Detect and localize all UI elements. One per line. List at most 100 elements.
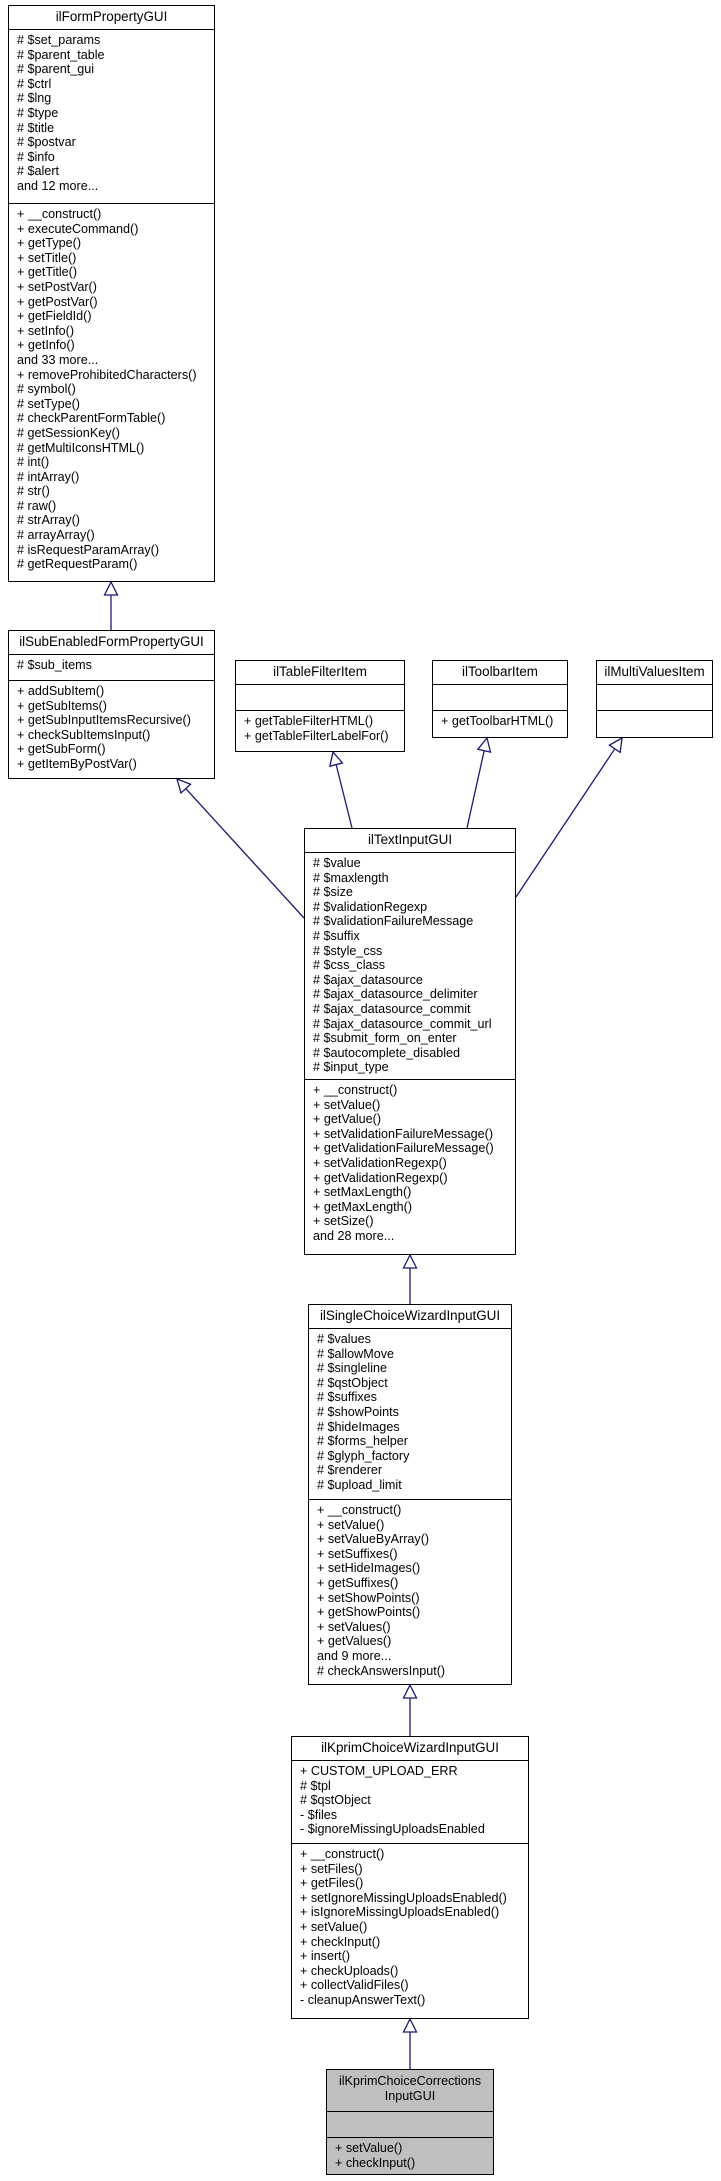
class-ilSingleChoiceWizardInputGUI[interactable]: ilSingleChoiceWizardInputGUI # $values # … bbox=[308, 1304, 512, 1685]
attribute-item: # $validationRegexp bbox=[313, 899, 428, 914]
class-title: ilMultiValuesItem bbox=[604, 664, 705, 679]
method-item: + __construct() bbox=[317, 1503, 402, 1517]
attribute-item: and 12 more... bbox=[17, 178, 99, 193]
class-title-section: ilToolbarItem bbox=[433, 661, 567, 685]
attribute-item: # $ctrl bbox=[17, 76, 52, 91]
method-item: # int() bbox=[17, 455, 50, 470]
attribute-item: # $ajax_datasource_commit_url bbox=[313, 1016, 492, 1031]
attributes-section: # $sub_items bbox=[9, 655, 214, 681]
attribute-item: # $parent_table bbox=[17, 47, 105, 62]
method-item: # symbol() bbox=[17, 382, 76, 397]
attribute-item: # $css_class bbox=[313, 958, 386, 973]
method-item: + setIgnoreMissingUploadsEnabled() bbox=[300, 1890, 507, 1905]
method-item: + getToolbarHTML() bbox=[441, 714, 554, 728]
inheritance-arrowhead bbox=[402, 2017, 418, 2033]
edge-line bbox=[185, 788, 305, 919]
method-item: + checkInput() bbox=[300, 1934, 381, 1949]
attribute-item: # $title bbox=[17, 120, 55, 135]
method-item: + setSize() bbox=[313, 1214, 374, 1229]
class-ilMultiValuesItem[interactable]: ilMultiValuesItem bbox=[596, 660, 713, 738]
class-title: ilSubEnabledFormPropertyGUI bbox=[19, 634, 204, 649]
method-item: + executeCommand() bbox=[17, 221, 139, 236]
method-item: + getShowPoints() bbox=[317, 1605, 421, 1620]
class-title: ilTableFilterItem bbox=[273, 664, 367, 679]
method-item: + getValue() bbox=[313, 1112, 382, 1127]
class-title-section: ilFormPropertyGUI bbox=[9, 6, 214, 30]
class-ilTextInputGUI[interactable]: ilTextInputGUI # $value# $maxlength# $si… bbox=[304, 828, 516, 1255]
attribute-item: # $upload_limit bbox=[317, 1477, 402, 1492]
class-ilToolbarItem[interactable]: ilToolbarItem + getToolbarHTML() bbox=[432, 660, 568, 738]
attribute-item: # $alert bbox=[17, 164, 60, 179]
attributes-section: # $value# $maxlength# $size# $validation… bbox=[305, 853, 515, 1080]
method-item: + setValidationFailureMessage() bbox=[313, 1126, 494, 1141]
method-item: + __construct() bbox=[300, 1847, 385, 1861]
attribute-item: # $singleline bbox=[317, 1361, 388, 1376]
edge-textinput-to-multivalues bbox=[515, 736, 623, 898]
method-item: + setTitle() bbox=[17, 250, 77, 265]
method-item: + getMaxLength() bbox=[313, 1199, 413, 1214]
attribute-item: # $hideImages bbox=[317, 1419, 400, 1434]
method-item: + getInfo() bbox=[17, 338, 75, 353]
attribute-item: # $tpl bbox=[300, 1778, 331, 1793]
method-item: # raw() bbox=[17, 498, 57, 513]
attributes-section bbox=[433, 685, 567, 711]
class-ilKprimChoiceCorrectionsInputGUI[interactable]: ilKprimChoiceCorrections InputGUI + setV… bbox=[326, 2069, 494, 2175]
attribute-item: # $size bbox=[313, 885, 353, 900]
class-title-section: ilKprimChoiceCorrections InputGUI bbox=[327, 2070, 493, 2112]
inheritance-arrowhead bbox=[103, 580, 119, 596]
class-title-line-1: ilKprimChoiceCorrections bbox=[338, 2074, 482, 2088]
class-title-section: ilSingleChoiceWizardInputGUI bbox=[309, 1305, 511, 1329]
class-ilSubEnabledFormPropertyGUI[interactable]: ilSubEnabledFormPropertyGUI # $sub_items… bbox=[8, 630, 215, 779]
method-item: + getValidationFailureMessage() bbox=[313, 1141, 494, 1156]
method-item: and 28 more... bbox=[313, 1228, 395, 1243]
class-title-section: ilKprimChoiceWizardInputGUI bbox=[292, 1737, 528, 1761]
method-item: + checkSubItemsInput() bbox=[17, 727, 151, 742]
method-item: + getTableFilterLabelFor() bbox=[244, 728, 389, 743]
attribute-item: # $renderer bbox=[317, 1463, 383, 1478]
method-item: + getSubForm() bbox=[17, 742, 106, 757]
method-item: # intArray() bbox=[17, 469, 80, 484]
method-item: + insert() bbox=[300, 1949, 351, 1964]
attribute-item: - $ignoreMissingUploadsEnabled bbox=[300, 1822, 485, 1837]
method-item: - cleanupAnswerText() bbox=[300, 1992, 426, 2007]
class-ilTableFilterItem[interactable]: ilTableFilterItem + getTableFilterHTML()… bbox=[235, 660, 405, 752]
inheritance-arrowhead bbox=[402, 1683, 418, 1699]
attribute-item: + CUSTOM_UPLOAD_ERR bbox=[300, 1764, 458, 1778]
methods-section: + setValue()+ checkInput() bbox=[327, 2138, 493, 2173]
method-item: + setValues() bbox=[317, 1619, 391, 1634]
edge-line bbox=[515, 748, 616, 898]
method-item: # arrayArray() bbox=[17, 528, 95, 543]
class-ilFormPropertyGUI[interactable]: ilFormPropertyGUI # $set_params# $parent… bbox=[8, 5, 215, 582]
class-title-section: ilTextInputGUI bbox=[305, 829, 515, 853]
methods-section: + getToolbarHTML() bbox=[433, 711, 567, 736]
edge-textinput-to-toolbar bbox=[466, 736, 492, 829]
method-item: # checkParentFormTable() bbox=[17, 411, 166, 426]
edge-textinput-to-tablefilter bbox=[328, 750, 353, 829]
class-ilKprimChoiceWizardInputGUI[interactable]: ilKprimChoiceWizardInputGUI + CUSTOM_UPL… bbox=[291, 1736, 529, 2019]
method-item: # isRequestParamArray() bbox=[17, 542, 160, 557]
method-item: # getRequestParam() bbox=[17, 557, 138, 572]
method-item: + setValue() bbox=[300, 1919, 368, 1934]
attribute-item: - $files bbox=[300, 1807, 338, 1822]
method-item: # checkAnswersInput() bbox=[317, 1663, 446, 1678]
attribute-item: # $suffix bbox=[313, 928, 360, 943]
attribute-item: # $qstObject bbox=[317, 1375, 388, 1390]
attribute-item: # $sub_items bbox=[17, 658, 92, 672]
methods-section bbox=[597, 711, 712, 736]
attribute-item: # $info bbox=[17, 149, 55, 164]
method-item: + getSubItems() bbox=[17, 698, 107, 713]
inheritance-arrowhead bbox=[402, 1253, 418, 1269]
methods-section: + addSubItem()+ getSubItems()+ getSubInp… bbox=[9, 681, 214, 777]
methods-section: + __construct()+ setValue()+ setValueByA… bbox=[309, 1500, 511, 1683]
attribute-item: # $values bbox=[317, 1332, 371, 1346]
attribute-item: # $type bbox=[17, 105, 59, 120]
method-item: + getFieldId() bbox=[17, 309, 92, 324]
edge-line bbox=[466, 750, 485, 829]
attribute-item: # $validationFailureMessage bbox=[313, 914, 474, 929]
method-item: + setSuffixes() bbox=[317, 1546, 398, 1561]
attribute-item: # $style_css bbox=[313, 943, 383, 958]
method-item: + checkUploads() bbox=[300, 1963, 399, 1978]
method-item: + checkInput() bbox=[335, 2155, 416, 2170]
method-item: # getMultiIconsHTML() bbox=[17, 440, 145, 455]
